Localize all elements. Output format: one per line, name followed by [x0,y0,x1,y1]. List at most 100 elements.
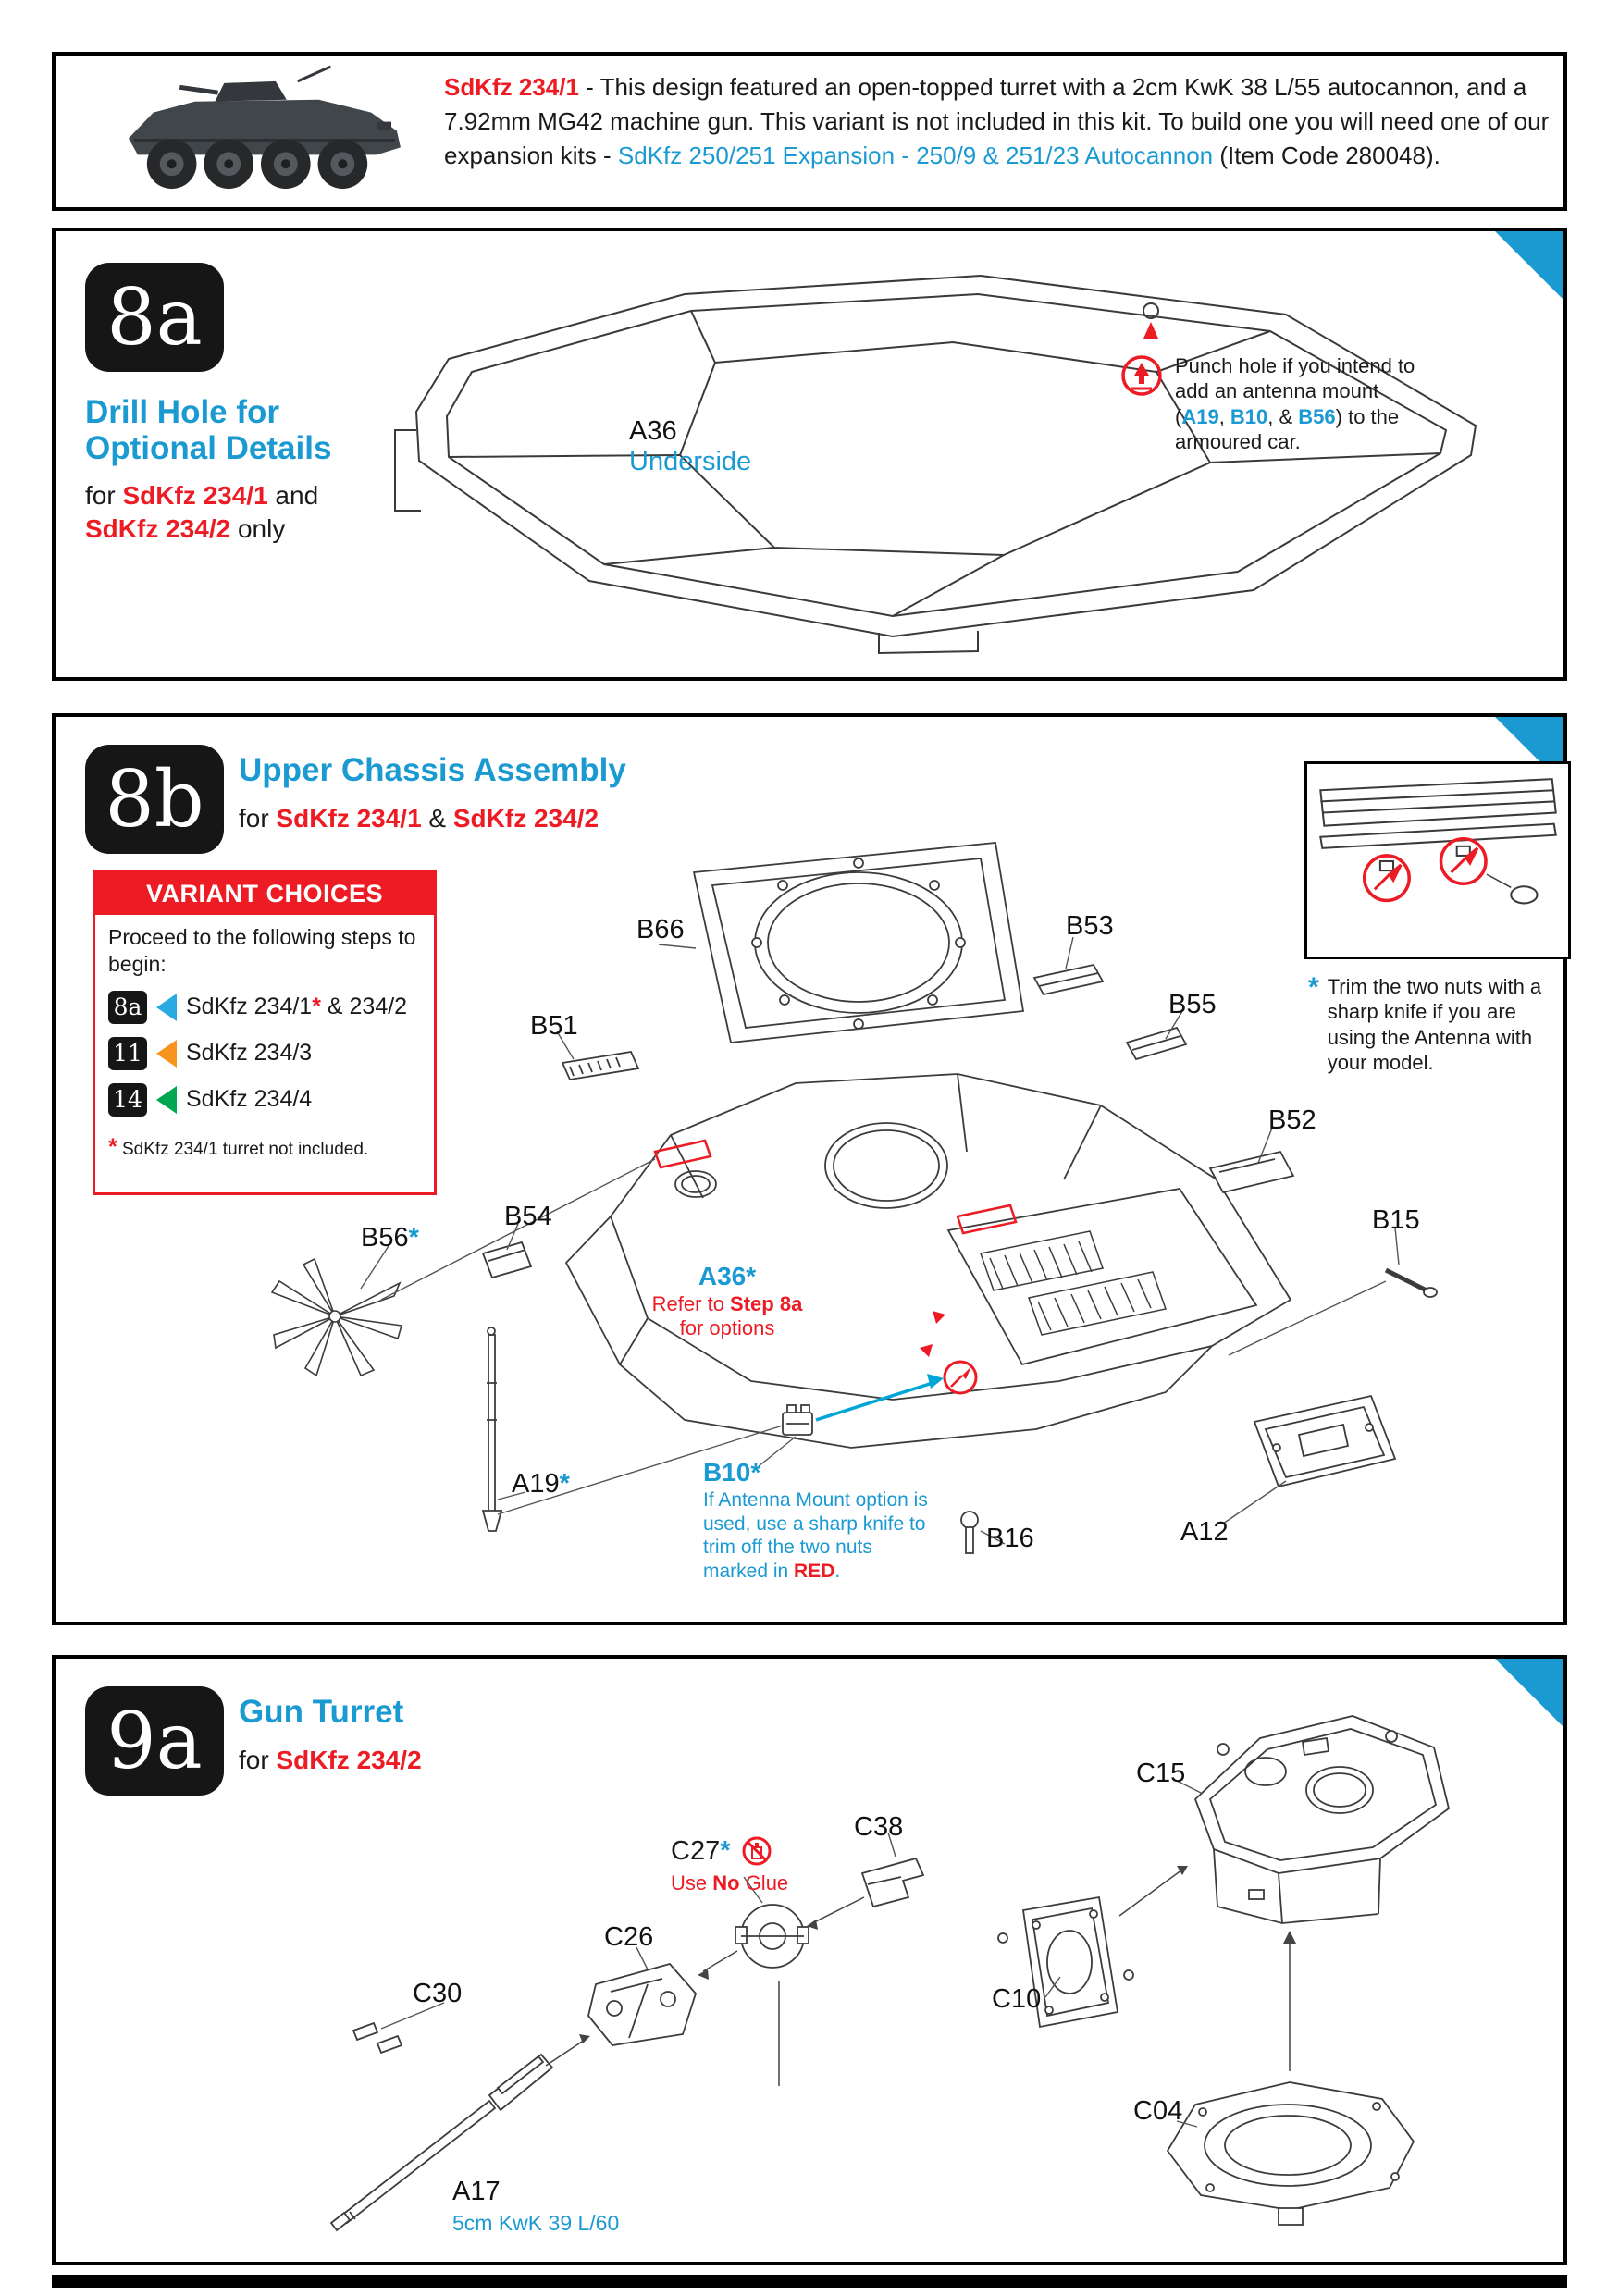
sub-variant-1: SdKfz 234/1 [122,481,268,510]
gun-turret-diagram [329,1715,1451,2232]
sub-variant-2: SdKfz 234/2 [85,514,231,544]
part-label-b52: B52 [1268,1105,1316,1135]
corner-triangle [1495,1659,1563,1727]
part-label-b66: B66 [636,915,685,944]
red-marked-mounts [653,1139,1018,1235]
variant-choices-intro: Proceed to the following steps to begin: [108,925,416,976]
part-label-c26: C26 [604,1922,654,1952]
punch-a19: A19 [1181,404,1219,428]
sub-variant-2: SdKfz 234/2 [452,804,599,833]
variant-option-row: 14 SdKfz 234/4 [108,1082,421,1117]
part-star: * [720,1835,731,1866]
variant-option-label: SdKfz 234/4 [186,1085,312,1114]
variant-option-label-text: SdKfz 234/4 [186,1085,313,1112]
part-label-a19: A19* [512,1469,570,1500]
punch-text-2: ) to the armoured car. [1175,404,1400,453]
step-9a-title: Gun Turret [239,1694,404,1730]
a36-note-line1-pre: Refer to [651,1291,731,1315]
step-9a-subtitle: for SdKfz 234/2 [239,1744,422,1777]
part-label-b54: B54 [504,1202,552,1231]
trim-detail-inset [1304,761,1571,959]
punch-icon [1121,355,1162,396]
next-panel-top-edge [52,2275,1567,2288]
part-label-b56: B56* [361,1223,419,1253]
trim-detail-art [1319,778,1557,905]
part-label-b53: B53 [1066,911,1114,941]
part-a36-view: Underside [629,447,752,476]
variant-arrow-blue-icon [156,993,177,1021]
punch-b56: B56 [1298,404,1336,428]
punch-arrow [1143,322,1158,339]
sub-variant: SdKfz 234/2 [276,1746,422,1774]
part-label-b55: B55 [1168,990,1217,1019]
c27-note-bold: No [712,1871,740,1895]
part-code: A19 [512,1469,560,1499]
intro-panel: SdKfz 234/1 - This design featured an op… [52,52,1567,211]
a36-note-line1-bold: Step 8a [730,1291,803,1315]
sub-for: for [85,481,123,510]
variant-option-label-text: SdKfz 234/3 [186,1039,313,1066]
sub-variant-1: SdKfz 234/1 [276,804,422,833]
leader-lines [360,936,1400,1545]
variant-option-label: SdKfz 234/1* & 234/2 [186,993,407,1021]
part-code: C27* [671,1836,731,1867]
variant-option-badge: 14 [108,1082,147,1117]
part-label-c27: C27* [671,1834,788,1868]
part-b56-star-antenna [270,1257,403,1377]
part-a19-antenna [481,1327,503,1532]
step-badge-9a: 9a [85,1686,224,1796]
part-b15-rod [1384,1267,1438,1298]
step-8b-title: Upper Chassis Assembly [239,752,626,788]
variant-footnote-text: SdKfz 234/1 turret not included. [117,1139,369,1159]
sub-only: only [230,514,286,544]
variant-option-label-text: SdKfz 234/1 [186,993,313,1019]
armored-car-illustration [128,65,401,190]
part-c04-ring [1166,2081,1415,2226]
part-a36-code: A36 [629,416,677,446]
part-b10-mount [782,1404,813,1436]
trim-note-text: Trim the two nuts with a sharp knife if … [1327,975,1542,1074]
variant-option-label-2: & 234/2 [320,993,408,1019]
sub-for: for [239,1746,277,1774]
variant-choices-header: VARIANT CHOICES [95,872,434,915]
variant-option-label: SdKfz 234/3 [186,1039,312,1068]
variant-arrow-green-icon [156,1085,177,1114]
variant-option-row: 8a SdKfz 234/1* & 234/2 [108,990,421,1024]
part-label-c38: C38 [854,1812,904,1842]
part-label-c04: C04 [1133,2096,1183,2126]
b10-note-red-word: RED [794,1560,835,1582]
part-b66-plate [692,842,1025,1043]
step-8b-subtitle: for SdKfz 234/1 & SdKfz 234/2 [239,802,599,835]
part-code: B56 [361,1223,409,1253]
punch-sep1: , [1218,404,1230,428]
sub-for: for [239,804,277,833]
antenna-hole [1143,302,1159,319]
corner-triangle [1495,231,1563,300]
step-8a-title-line1: Drill Hole for [85,394,280,430]
part-star: * [750,1458,761,1487]
intro-kit-variant: SdKfz 234/1 [444,73,579,101]
trim-note-star: * [1308,972,1319,1003]
engine-louvers [980,1230,1167,1336]
part-c15-turret [1193,1715,1451,1924]
part-a12-plate [1253,1394,1397,1488]
sub-and: and [267,481,319,510]
part-label-a36: A36 Underside [629,416,751,477]
assembly-lines [545,1869,1291,2086]
part-c26-cradle [587,1962,698,2046]
variant-option-star: * [312,993,321,1019]
punch-note: Punch hole if you intend to add an anten… [1119,353,1427,454]
step-8b-panel: 8b Upper Chassis Assembly for SdKfz 234/… [52,713,1571,1625]
no-glue-icon [742,1836,771,1866]
part-label-a12: A12 [1180,1517,1229,1547]
part-b52 [1208,1150,1295,1194]
c27-note-pre: Use [671,1871,713,1895]
assembly-arrowheads [579,1866,1296,2043]
variant-option-badge: 11 [108,1036,147,1070]
a17-label-block: A17 5cm KwK 39 L/60 [452,2177,619,2236]
part-c27-rotor [735,1904,810,1969]
step-badge-8b: 8b [85,745,224,854]
leader-lines [380,1780,1204,2128]
